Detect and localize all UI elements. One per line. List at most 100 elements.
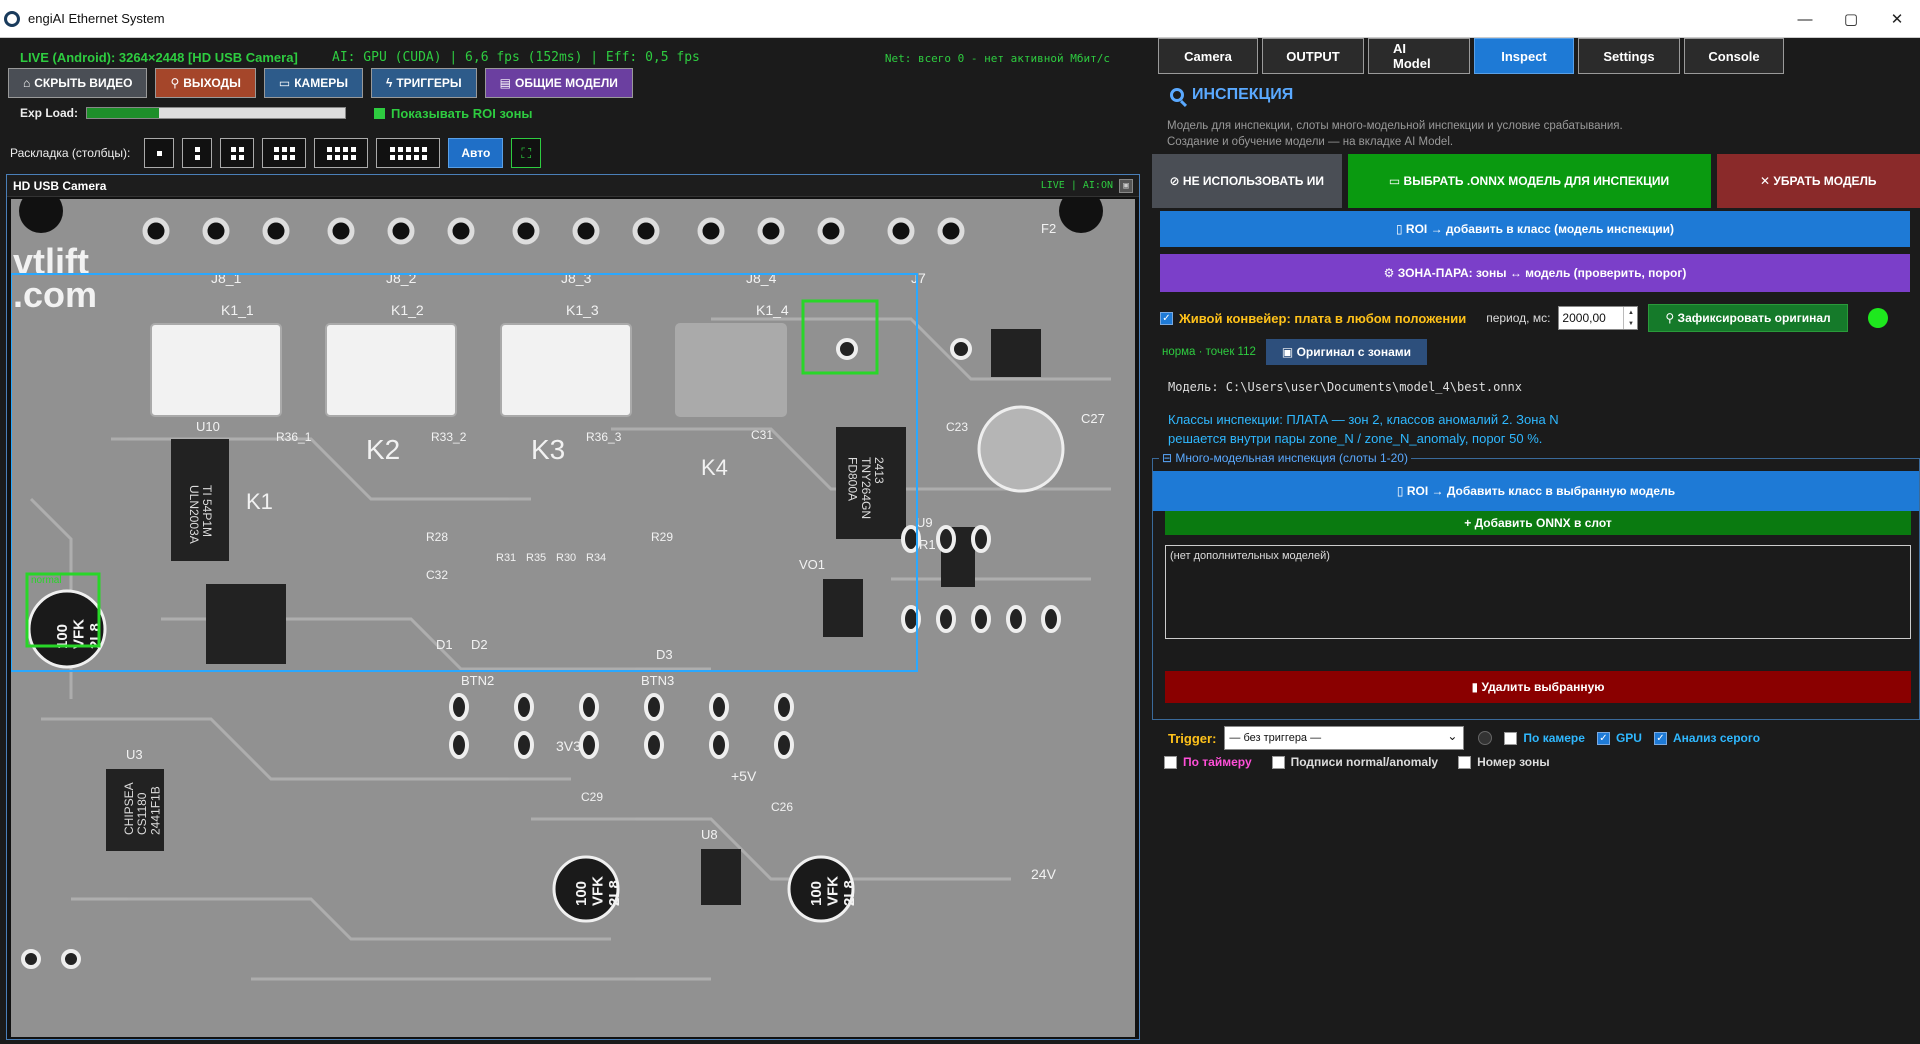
clipboard-icon: ▯ xyxy=(1396,484,1407,498)
model-path: Модель: C:\Users\user\Documents\model_4\… xyxy=(1168,380,1523,394)
live-conveyor-row: ✓ Живой конвейер: плата в любом положени… xyxy=(1160,304,1910,332)
layout-auto-button[interactable]: Авто xyxy=(448,138,504,168)
tab-settings[interactable]: Settings xyxy=(1578,38,1680,74)
svg-text:J8_3: J8_3 xyxy=(561,270,592,286)
fix-original-button[interactable]: ⚲ Зафиксировать оригинал xyxy=(1648,304,1848,332)
layout-4-column-button[interactable] xyxy=(262,138,307,168)
fullscreen-button[interactable]: ⛶ xyxy=(511,138,542,168)
layout-row: Раскладка (столбцы): Авто ⛶ xyxy=(10,138,542,168)
net-status: Net: всего 0 - нет активной Мбит/с xyxy=(884,52,1110,65)
roi-add-class-button[interactable]: ▯ ROI → добавить в класс (модель инспекц… xyxy=(1160,211,1910,247)
layout-3-column-button[interactable] xyxy=(220,138,255,168)
app-icon xyxy=(4,10,20,27)
trigger-select[interactable]: — без триггера — xyxy=(1224,726,1465,750)
norm-row: норма · точек 112 ▣ Оригинал с зонами xyxy=(1162,338,1428,366)
svg-text:K3: K3 xyxy=(531,434,565,465)
checkbox-checked-icon xyxy=(374,107,385,119)
window-controls: — ▢ ✕ xyxy=(1782,0,1920,38)
layout-6-column-button[interactable] xyxy=(376,138,441,168)
pin-icon: ⚲ xyxy=(1665,311,1678,325)
tab-ai-model[interactable]: AI Model xyxy=(1368,38,1470,74)
gray-analysis-option[interactable]: ✓Анализ серого xyxy=(1653,731,1760,745)
layout-5-column-button[interactable] xyxy=(314,138,369,168)
camera-menu-icon[interactable]: ▣ xyxy=(1119,178,1133,193)
folder-icon: ▭ xyxy=(1388,174,1404,188)
add-onnx-slot-button[interactable]: + Добавить ONNX в слот xyxy=(1165,511,1911,535)
show-roi-checkbox[interactable]: Показывать ROI зоны xyxy=(374,106,533,121)
svg-text:C29: C29 xyxy=(581,790,603,804)
svg-text:U3: U3 xyxy=(126,747,143,762)
svg-text:R33_2: R33_2 xyxy=(431,430,467,444)
remove-model-button[interactable]: ✕ УБРАТЬ МОДЕЛЬ xyxy=(1716,154,1920,208)
cameras-button[interactable]: ▭КАМЕРЫ xyxy=(263,68,363,98)
ic-tny-label: 2413TNY264GNFD800A xyxy=(846,457,886,519)
delete-selected-button[interactable]: ▮ Удалить выбранную xyxy=(1165,671,1911,703)
search-icon xyxy=(1170,88,1184,102)
status-indicator xyxy=(1867,308,1888,328)
camera-frame[interactable]: vtlift .com J8_1 J8_2 J8_3 J8_4 J7 F2 K1… xyxy=(11,199,1135,1037)
exp-load-row: Exp Load: Показывать ROI зоны xyxy=(20,104,533,122)
choose-onnx-model-button[interactable]: ▭ ВЫБРАТЬ .ONNX МОДЕЛЬ ДЛЯ ИНСПЕКЦИИ xyxy=(1347,154,1711,208)
hide-video-button[interactable]: ⌂СКРЫТЬ ВИДЕО xyxy=(8,68,148,98)
close-button[interactable]: ✕ xyxy=(1890,11,1904,28)
svg-text:J7: J7 xyxy=(911,270,926,286)
multi-model-title[interactable]: ⊟ Много-модельная инспекция (слоты 1-20) xyxy=(1159,451,1411,465)
svg-text:D2: D2 xyxy=(471,637,488,652)
camera-flags: LIVE | AI:ON ▣ xyxy=(1041,178,1133,193)
tab-camera[interactable]: Camera xyxy=(1158,38,1258,74)
minimize-button[interactable]: — xyxy=(1797,10,1813,28)
svg-text:K1_1: K1_1 xyxy=(221,302,254,318)
cap-label-2: 100VFK2L8 xyxy=(573,876,623,906)
layout-1-column-button[interactable] xyxy=(144,138,175,168)
shared-models-button[interactable]: ▤ОБЩИЕ МОДЕЛИ xyxy=(484,68,633,98)
outputs-button[interactable]: ⚲ВЫХОДЫ xyxy=(155,68,256,98)
labels-normal-anomaly-option[interactable]: Подписи normal/anomaly xyxy=(1271,755,1438,769)
gpu-option[interactable]: ✓GPU xyxy=(1596,731,1642,745)
by-camera-option[interactable]: По камере xyxy=(1504,731,1585,745)
tab-output[interactable]: OUTPUT xyxy=(1262,38,1364,74)
fullscreen-icon: ⛶ xyxy=(521,144,532,161)
svg-text:U8: U8 xyxy=(701,827,718,842)
layout-2-column-button[interactable] xyxy=(182,138,213,168)
folder-icon: ▤ xyxy=(499,76,511,90)
tab-inspect[interactable]: Inspect xyxy=(1474,38,1574,74)
exp-load-bar xyxy=(86,107,346,119)
period-input[interactable]: 2000,00 ▲▼ xyxy=(1558,306,1639,330)
spin-arrows-icon[interactable]: ▲▼ xyxy=(1623,307,1637,329)
trigger-radio[interactable] xyxy=(1478,731,1493,745)
camera-icon: ▭ xyxy=(278,76,291,90)
svg-text:C23: C23 xyxy=(946,420,968,434)
svg-text:3V3: 3V3 xyxy=(556,738,581,754)
classes-info: Классы инспекции: ПЛАТА — зон 2, классов… xyxy=(1168,412,1559,446)
svg-text:J8_2: J8_2 xyxy=(386,270,417,286)
svg-text:R28: R28 xyxy=(426,530,448,544)
camera-name: HD USB Camera xyxy=(13,178,107,193)
ic-chipsea-label: CHIPSEACS11802441F1B xyxy=(122,782,162,835)
tab-console[interactable]: Console xyxy=(1684,38,1784,74)
no-ai-button[interactable]: ⊘ НЕ ИСПОЛЬЗОВАТЬ ИИ xyxy=(1152,154,1342,208)
main-tabs: Camera OUTPUT AI Model Inspect Settings … xyxy=(1158,38,1784,74)
inspect-title: ИНСПЕКЦИЯ xyxy=(1170,86,1293,104)
period-label: период, мс: xyxy=(1486,311,1551,325)
zone-pair-button[interactable]: ⚙ ЗОНА-ПАРА: зоны ↔ модель (проверить, п… xyxy=(1160,254,1910,292)
svg-text:C27: C27 xyxy=(1081,411,1105,426)
by-timer-option[interactable]: По таймеру xyxy=(1164,755,1252,769)
zone-number-option[interactable]: Номер зоны xyxy=(1458,755,1550,769)
roi-zone-detection-2[interactable] xyxy=(25,572,101,648)
svg-text:J8_1: J8_1 xyxy=(211,270,242,286)
svg-text:BTN3: BTN3 xyxy=(641,673,674,688)
models-list[interactable]: (нет дополнительных моделей) xyxy=(1165,545,1911,639)
live-conveyor-checkbox[interactable]: ✓ xyxy=(1160,311,1173,325)
model-buttons: ⊘ НЕ ИСПОЛЬЗОВАТЬ ИИ ▭ ВЫБРАТЬ .ONNX МОД… xyxy=(1150,154,1920,208)
original-zones-button[interactable]: ▣ Оригинал с зонами xyxy=(1265,339,1428,365)
roi-zone-main[interactable] xyxy=(11,273,918,672)
norm-points-label: норма · точек 112 xyxy=(1162,346,1256,358)
svg-text:R36_1: R36_1 xyxy=(276,430,312,444)
svg-text:K1_4: K1_4 xyxy=(756,302,789,318)
maximize-button[interactable]: ▢ xyxy=(1843,11,1859,28)
roi-zone-detection-1[interactable] xyxy=(801,299,879,375)
home-icon: ⌂ xyxy=(23,76,31,90)
status-row: LIVE (Android): 3264×2448 [HD USB Camera… xyxy=(20,50,1130,68)
roi-add-selected-button[interactable]: ▯ ROI → Добавить класс в выбранную модел… xyxy=(1153,471,1919,511)
